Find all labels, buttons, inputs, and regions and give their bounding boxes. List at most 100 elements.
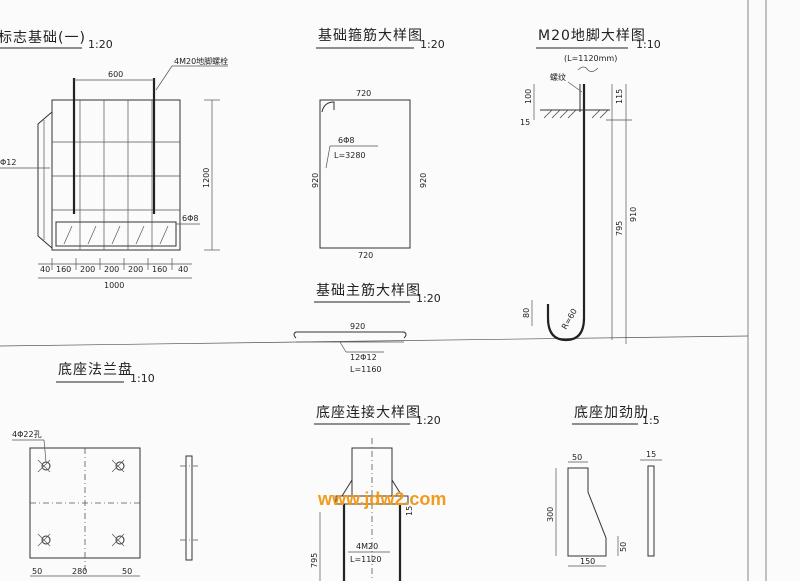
bolt-scale: 1:10 bbox=[636, 38, 661, 51]
flange-title: 底座法兰盘 bbox=[58, 361, 133, 378]
stirrup-detail: 基础箍筋大样图 1:20 720 720 920 920 6Φ8 L=3280 bbox=[311, 27, 445, 260]
seg-dim: 160 bbox=[152, 265, 167, 274]
seg-dim: 200 bbox=[80, 265, 95, 274]
rib-dim-50top: 50 bbox=[572, 453, 582, 462]
rib-scale: 1:5 bbox=[642, 414, 660, 427]
ground-hatch bbox=[599, 109, 609, 119]
total-dim: 1000 bbox=[104, 281, 124, 290]
rib-side-profile bbox=[647, 465, 655, 557]
flange-scale: 1:10 bbox=[130, 372, 155, 385]
connect-detail: 底座连接大样图 1:20 795 15 4M20 L=1120 bbox=[310, 404, 441, 581]
rib-dim-300: 300 bbox=[546, 507, 555, 522]
stirrup-bottom-dim: 720 bbox=[358, 251, 373, 260]
mainbar-length-dim: 920 bbox=[350, 322, 365, 331]
ground-hatch bbox=[543, 109, 553, 119]
thread-leader bbox=[567, 81, 583, 93]
stirrup-hook bbox=[321, 101, 335, 113]
flange-dim: 50 bbox=[122, 567, 132, 576]
seg-dim: 200 bbox=[128, 265, 143, 274]
dim-600: 600 bbox=[108, 70, 123, 79]
thread-label: 螺纹 bbox=[550, 72, 566, 82]
stirrup-tick bbox=[111, 225, 121, 245]
stirrup-tick bbox=[135, 225, 145, 245]
connect-dim-795: 795 bbox=[310, 553, 319, 568]
mainbar-shape bbox=[293, 331, 407, 339]
dim-100: 100 bbox=[524, 89, 533, 104]
stirrup-box bbox=[55, 221, 177, 247]
connect-bolt-label: 4M20 bbox=[356, 542, 378, 551]
hole-cross bbox=[37, 459, 51, 473]
foundation-left-taper bbox=[37, 111, 53, 249]
stirrup-left-dim: 920 bbox=[311, 173, 320, 188]
stirrup-label-leader bbox=[325, 145, 331, 169]
ground-hatch bbox=[551, 109, 561, 119]
flange-view: 底座法兰盘 1:10 4Φ22孔 50 280 50 bbox=[12, 361, 198, 577]
foundation-scale: 1:20 bbox=[88, 38, 113, 51]
ground-hatch bbox=[567, 109, 577, 119]
dim-115: 115 bbox=[615, 89, 624, 104]
bolt-label: 4M20地脚螺栓 bbox=[174, 56, 228, 66]
ground-hatch bbox=[559, 109, 569, 119]
stirrup-label: 6Φ8 bbox=[182, 214, 198, 223]
stirrup-tick bbox=[63, 225, 73, 245]
watermark: www.jdw2.com bbox=[317, 489, 446, 509]
rib-plate bbox=[567, 467, 607, 557]
mainbar-title: 基础主筋大样图 bbox=[316, 282, 421, 299]
base-plate bbox=[335, 495, 409, 505]
seg-dim: 160 bbox=[56, 265, 71, 274]
hole-cross bbox=[111, 459, 125, 473]
seg-dim: 40 bbox=[40, 265, 50, 274]
connect-dim-15: 15 bbox=[405, 506, 414, 516]
stirrup-title: 基础箍筋大样图 bbox=[318, 27, 423, 44]
mainbar-scale: 1:20 bbox=[416, 292, 441, 305]
bolt-hole bbox=[41, 535, 51, 545]
mainbar-bar-label: 12Φ12 bbox=[350, 353, 377, 362]
stirrup-bar-label: 6Φ8 bbox=[338, 136, 354, 145]
dim-80: 80 bbox=[522, 308, 531, 318]
stirrup-scale: 1:20 bbox=[420, 38, 445, 51]
bolt-leader bbox=[155, 65, 173, 91]
bolt-hole bbox=[41, 461, 51, 471]
dim-1200: 1200 bbox=[202, 168, 211, 188]
stirrup-top-dim: 720 bbox=[356, 89, 371, 98]
rib-title: 底座加劲肋 bbox=[574, 405, 649, 421]
stirrup-right-dim: 920 bbox=[419, 173, 428, 188]
dim-795: 795 bbox=[615, 221, 624, 236]
stirrup-tick bbox=[87, 225, 97, 245]
bolt-title: M20地脚大样图 bbox=[538, 28, 646, 44]
stirrup-length-label: L=3280 bbox=[334, 151, 366, 160]
flange-dim: 50 bbox=[32, 567, 42, 576]
seg-dim: 200 bbox=[104, 265, 119, 274]
connect-length-label: L=1120 bbox=[350, 555, 382, 564]
mainbar-detail: 基础主筋大样图 1:20 920 12Φ12 L=1160 bbox=[293, 282, 441, 374]
rebar-label: Φ12 bbox=[0, 158, 16, 167]
hole-leader bbox=[43, 439, 47, 463]
rib-dim-15: 15 bbox=[646, 450, 656, 459]
rib-dim-150: 150 bbox=[580, 557, 595, 566]
handwritten-scribble bbox=[577, 66, 599, 72]
connect-scale: 1:20 bbox=[416, 414, 441, 427]
bolt-hook bbox=[546, 304, 586, 342]
flange-dim: 280 bbox=[72, 567, 87, 576]
rib-outline bbox=[341, 479, 403, 497]
ground-hatch bbox=[591, 109, 601, 119]
bolt-hole bbox=[115, 535, 125, 545]
hole-cross bbox=[111, 533, 125, 547]
hole-cross bbox=[37, 533, 51, 547]
bolt-length-note: (L=1120mm) bbox=[564, 54, 617, 63]
bolt-hole bbox=[115, 461, 125, 471]
flange-side-profile bbox=[185, 455, 193, 561]
dim-15: 15 bbox=[520, 118, 530, 127]
section-divider bbox=[0, 335, 749, 347]
stirrup-rect bbox=[319, 99, 411, 249]
bolt-detail: M20地脚大样图 1:10 (L=1120mm) 螺纹 100 15 115 9… bbox=[520, 28, 661, 344]
radius-label: R=60 bbox=[560, 307, 579, 331]
hole-label: 4Φ22孔 bbox=[12, 430, 42, 439]
foundation-title: 标志基础(一) bbox=[0, 29, 86, 46]
foundation-view: 标志基础(一) 1:20 600 4M20地脚螺栓 Φ1 bbox=[0, 29, 228, 290]
rib-detail: 底座加劲肋 1:5 50 15 300 50 150 bbox=[546, 405, 662, 567]
mainbar-length-label: L=1160 bbox=[350, 365, 382, 374]
foundation-outline bbox=[51, 99, 181, 251]
rib-dim-50side: 50 bbox=[619, 542, 628, 552]
